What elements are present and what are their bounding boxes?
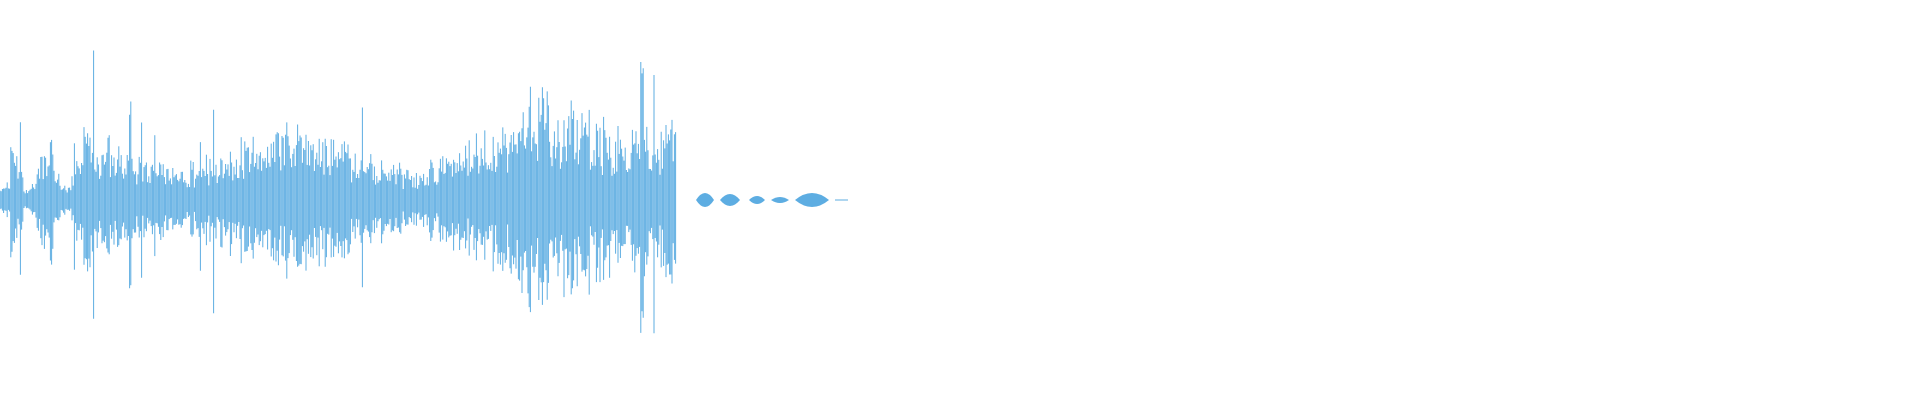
waveform-tail — [696, 193, 714, 207]
waveform-tail — [771, 197, 789, 203]
waveform-tail — [720, 194, 740, 206]
waveform-bars — [0, 50, 848, 334]
waveform-tail — [795, 193, 829, 207]
waveform-tail — [749, 196, 765, 204]
